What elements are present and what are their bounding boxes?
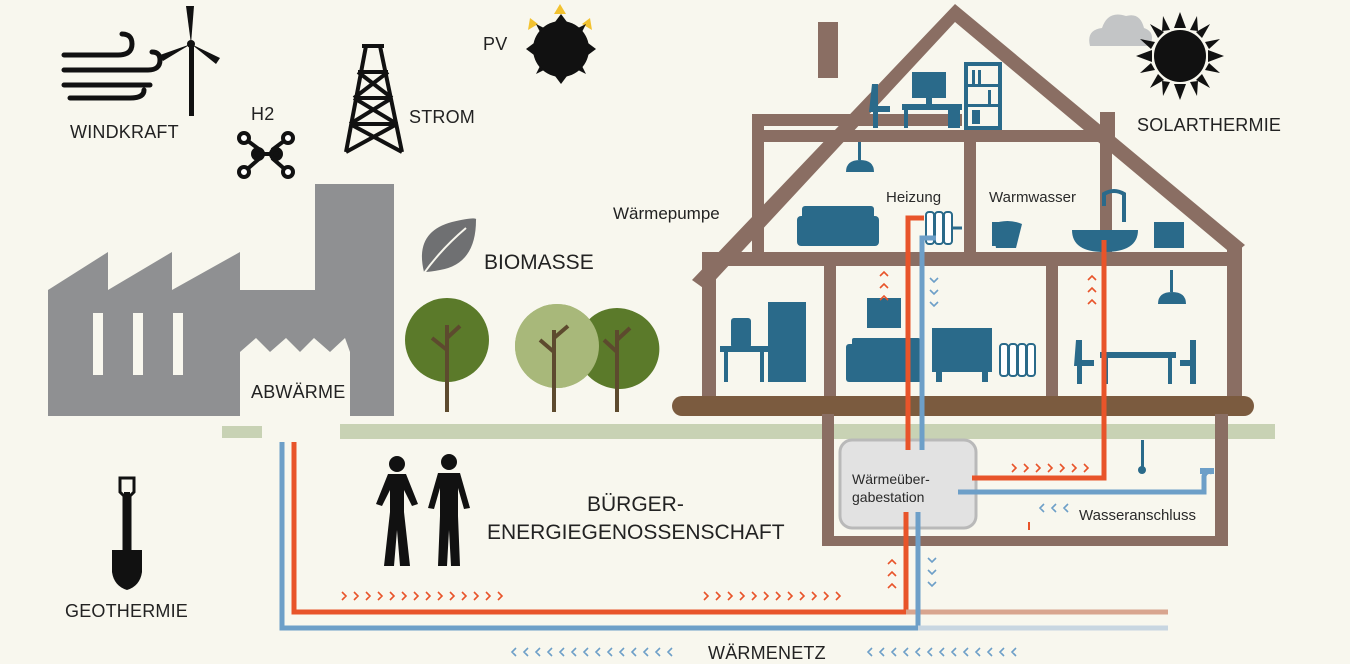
cold-pipe-main <box>279 442 921 631</box>
biomasse-label: BIOMASSE <box>484 251 594 274</box>
house-foundation-slab <box>672 396 1254 416</box>
abwaerme-label: ABWÄRME <box>251 382 346 402</box>
heating-pipe-hot <box>905 215 924 450</box>
leaf-icon <box>421 218 477 277</box>
wind-turbine-icon <box>160 6 220 116</box>
power-pylon-icon <box>344 44 404 154</box>
buerger-label-line1: BÜRGER- <box>587 493 684 516</box>
wasseranschluss-label: Wasseranschluss <box>1079 507 1196 524</box>
sun-icon <box>526 4 596 84</box>
wind-icon <box>61 31 163 101</box>
radiator-ground-icon <box>999 343 1036 377</box>
ground-strip-left <box>222 426 262 438</box>
station-label-line2: gabestation <box>852 489 925 505</box>
shovel-icon <box>112 476 142 590</box>
station-label-line1: Wärmeüber- <box>852 471 930 487</box>
waermepumpe-label: Wärmepumpe <box>613 204 720 223</box>
warmwasser-label: Warmwasser <box>989 189 1076 206</box>
pipe-marker <box>1028 522 1030 530</box>
heizung-label: Heizung <box>886 189 942 206</box>
buerger-label-line2: ENERGIEGENOSSENSCHAFT <box>487 521 785 544</box>
h2-label: H2 <box>251 104 275 124</box>
flow-arrows-cold-main <box>510 277 1069 657</box>
attic-furniture-icons <box>869 62 1002 130</box>
hot-pipe-main <box>291 442 909 615</box>
tree-3-icon <box>515 304 660 412</box>
strom-label: STROM <box>409 107 475 127</box>
water-meter-icon <box>1138 440 1146 474</box>
factory-windows <box>93 313 350 416</box>
solarthermie-label: SOLARTHERMIE <box>1137 115 1282 135</box>
tree-1-icon <box>405 298 489 412</box>
waermenetz-label: WÄRMENETZ <box>708 643 826 663</box>
h2-molecule-icon <box>237 131 295 179</box>
ground-floor-furniture-icons <box>720 270 1196 384</box>
sun-cloud-icon <box>1089 12 1224 100</box>
windkraft-label: WINDKRAFT <box>70 122 179 142</box>
people-icon <box>376 454 470 566</box>
house-structure <box>692 4 1245 396</box>
ground-strip <box>340 424 1275 439</box>
heating-pipe-cold <box>919 235 936 450</box>
geothermie-label: GEOTHERMIE <box>65 601 189 621</box>
pv-label: PV <box>483 34 508 54</box>
water-inlet-pipe <box>958 469 1213 495</box>
warm-water-pipe <box>972 240 1107 481</box>
flow-arrows-hot-main <box>341 270 1097 601</box>
